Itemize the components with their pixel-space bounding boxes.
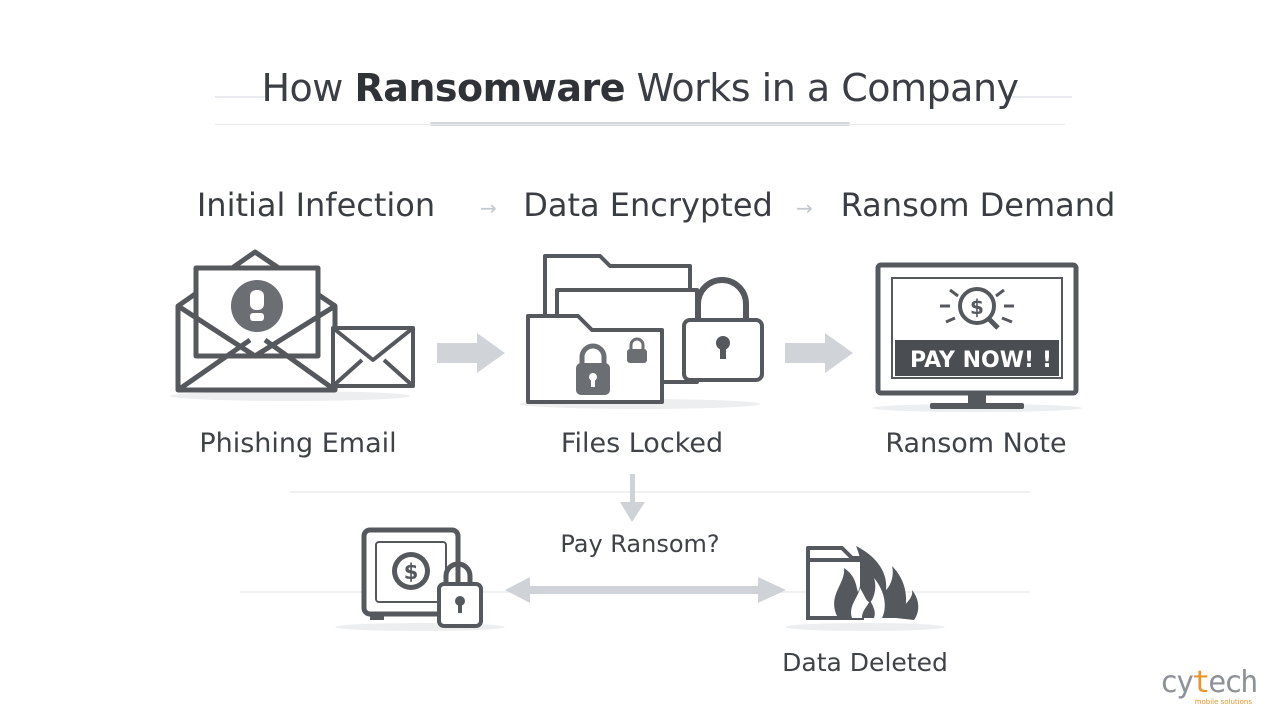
flow-arrow-1 xyxy=(437,333,505,373)
folder-icon xyxy=(520,254,760,409)
decision-arrow-down xyxy=(620,474,645,522)
title-rule-under xyxy=(215,124,1065,125)
stage-heading-infection: Initial Infection xyxy=(196,186,436,224)
safe-padlock-icon xyxy=(437,561,483,628)
monitor-icon xyxy=(872,262,1082,412)
logo-tagline: mobile solutions xyxy=(1194,698,1252,706)
logo-wordmark: cytech xyxy=(1160,665,1258,700)
stage-heading-demand: Ransom Demand xyxy=(840,186,1116,224)
caption-files-locked: Files Locked xyxy=(560,428,724,459)
small-arrow-1: → xyxy=(480,196,497,220)
caption-ransom-note: Ransom Note xyxy=(885,428,1067,459)
caption-rule xyxy=(290,491,1030,493)
flow-arrow-2 xyxy=(785,333,853,373)
title-rule-left xyxy=(215,96,265,98)
stage-heading-encrypted: Data Encrypted xyxy=(523,186,773,224)
title-rule-right xyxy=(1012,96,1072,98)
burning-folder-icon xyxy=(785,546,945,631)
small-arrow-2: → xyxy=(796,196,813,220)
caption-phishing-email: Phishing Email xyxy=(199,428,397,459)
screen-mark: ! xyxy=(1042,348,1052,373)
brand-logo: cytech mobile solutions xyxy=(1160,668,1270,712)
safe-icon xyxy=(335,527,505,631)
decision-label: Pay Ransom? xyxy=(560,530,720,558)
dollar-coin-icon xyxy=(940,287,1014,330)
fire-icon xyxy=(834,546,919,620)
warning-icon xyxy=(231,280,283,332)
padlock-icon-tiny xyxy=(627,337,647,363)
padlock-icon xyxy=(682,277,764,382)
page-title: How Ransomware Works in a Company xyxy=(261,66,1019,110)
decision-double-arrow xyxy=(240,577,1030,603)
coin-symbol: $ xyxy=(970,295,984,319)
safe-coin-symbol: $ xyxy=(404,560,419,584)
screen-pay-now: PAY NOW! xyxy=(910,348,1034,373)
title-highlight: Ransomware xyxy=(354,66,625,110)
padlock-icon-small xyxy=(576,343,610,395)
envelope-small-icon xyxy=(331,326,415,388)
outcome-data-deleted: Data Deleted xyxy=(782,648,948,677)
